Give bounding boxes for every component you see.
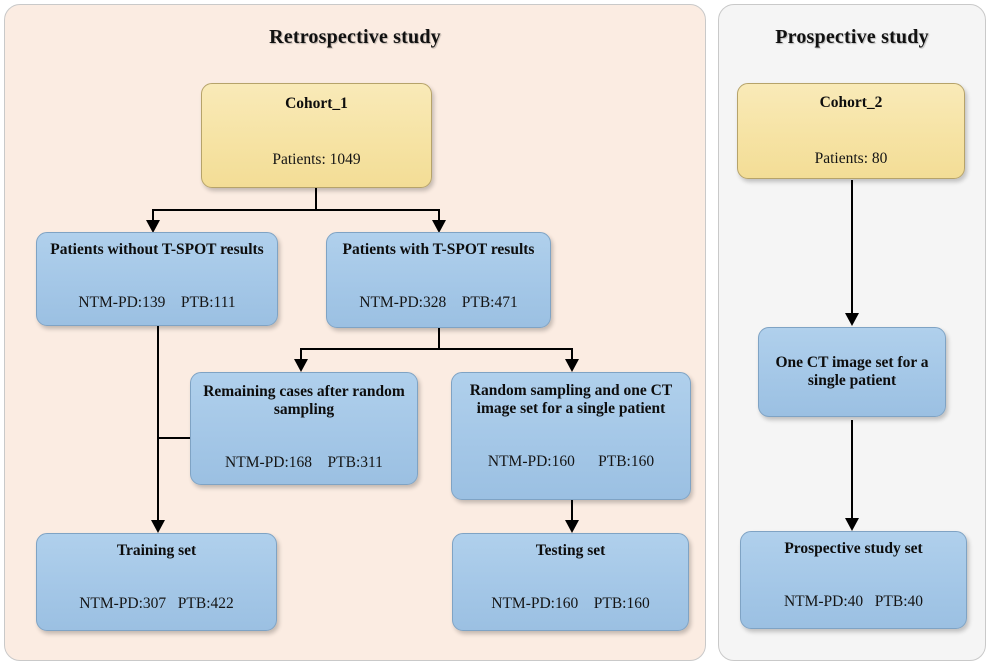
node-patients-without-tspot-stats: NTM-PD:139 PTB:111 <box>47 259 267 325</box>
arrowhead-to-one-ct-set <box>845 313 859 326</box>
node-cohort-1-stats: Patients: 1049 NTM-PD:467 PTB:582 <box>210 116 423 187</box>
node-one-ct-image-set-title: One CT image set for a single patient <box>775 354 929 389</box>
connector-onect-to-prospective-set <box>851 420 853 525</box>
node-cohort-1-patients: Patients: 1049 <box>272 150 361 168</box>
node-training-set-counts: NTM-PD:307 PTB:422 <box>79 594 234 612</box>
node-prospective-study-set-counts: NTM-PD:40 PTB:40 <box>783 592 924 610</box>
connector-cohort1-split-bar <box>152 209 439 211</box>
arrowhead-to-with-tspot <box>432 220 446 233</box>
connector-cohort1-to-without <box>152 209 154 224</box>
node-cohort-1[interactable]: Cohort_1 Patients: 1049 NTM-PD:467 PTB:5… <box>201 83 432 188</box>
panel-title-retrospective: Retrospective study <box>269 26 441 48</box>
node-one-ct-image-set[interactable]: One CT image set for a single patient <box>758 327 946 417</box>
arrowhead-to-training-set <box>151 520 165 533</box>
node-prospective-study-set-title: Prospective study set <box>784 540 923 557</box>
arrowhead-to-testing-set <box>565 520 579 533</box>
connector-remaining-to-training <box>157 437 190 439</box>
arrowhead-to-without-tspot <box>146 220 160 233</box>
connector-cohort2-to-onect <box>851 180 853 320</box>
node-random-sampling[interactable]: Random sampling and one CT image set for… <box>451 372 691 500</box>
connector-withtspot-split-bar <box>300 348 573 350</box>
connector-to-random-sampling <box>571 348 573 363</box>
node-testing-set-counts: NTM-PD:160 PTB:160 <box>491 594 650 612</box>
node-testing-set[interactable]: Testing set NTM-PD:160 PTB:160 Scans:160… <box>452 533 689 631</box>
node-patients-with-tspot[interactable]: Patients with T-SPOT results NTM-PD:328 … <box>326 232 551 328</box>
panel-title-prospective: Prospective study <box>775 26 929 48</box>
node-prospective-study-set[interactable]: Prospective study set NTM-PD:40 PTB:40 S… <box>740 531 967 629</box>
node-training-set[interactable]: Training set NTM-PD:307 PTB:422 Scans:65… <box>36 533 277 631</box>
connector-without-to-training <box>157 326 159 525</box>
connector-withtspot-stem <box>438 328 440 350</box>
node-cohort-2-patients: Patients: 80 <box>814 149 888 167</box>
node-patients-without-tspot[interactable]: Patients without T-SPOT results NTM-PD:1… <box>36 232 278 326</box>
node-cohort-2-stats: Patients: 80 NTM-PD:40 PTB:40 <box>746 115 956 178</box>
node-testing-set-title: Testing set <box>535 542 606 559</box>
connector-random-to-testing <box>571 500 573 525</box>
node-cohort-2[interactable]: Cohort_2 Patients: 80 NTM-PD:40 PTB:40 <box>737 83 965 179</box>
arrowhead-to-random-sampling <box>565 359 579 372</box>
node-patients-with-tspot-title: Patients with T-SPOT results <box>342 241 535 258</box>
node-remaining-cases-title: Remaining cases after random sampling <box>203 383 405 418</box>
node-cohort-2-title: Cohort_2 <box>819 94 883 111</box>
node-cohort-1-title: Cohort_1 <box>285 95 348 112</box>
node-patients-without-tspot-title: Patients without T-SPOT results <box>50 241 264 258</box>
node-remaining-cases-stats: NTM-PD:168 PTB:311 <box>203 419 405 484</box>
connector-cohort1-stem <box>315 187 317 211</box>
node-training-set-stats: NTM-PD:307 PTB:422 Scans:651 Scans:647 <box>45 560 268 630</box>
arrowhead-to-prospective-set <box>845 518 859 531</box>
connector-cohort1-to-with <box>438 209 440 224</box>
node-patients-without-tspot-counts: NTM-PD:139 PTB:111 <box>78 293 236 311</box>
node-testing-set-stats: NTM-PD:160 PTB:160 Scans:160 Scans:160 <box>461 560 680 630</box>
node-training-set-title: Training set <box>116 542 197 559</box>
arrowhead-to-remaining-cases <box>294 359 308 372</box>
node-random-sampling-title: Random sampling and one CT image set for… <box>469 382 673 417</box>
connector-to-remaining-cases <box>300 348 302 363</box>
node-remaining-cases[interactable]: Remaining cases after random sampling NT… <box>190 372 418 485</box>
node-patients-with-tspot-counts: NTM-PD:328 PTB:471 <box>359 293 518 311</box>
node-random-sampling-counts: NTM-PD:160 PTB:160 <box>487 452 655 470</box>
node-remaining-cases-counts: NTM-PD:168 PTB:311 <box>225 453 383 471</box>
node-random-sampling-stats: NTM-PD:160 PTB:160 <box>464 418 678 499</box>
node-patients-with-tspot-stats: NTM-PD:328 PTB:471 <box>337 259 540 327</box>
node-prospective-study-set-stats: NTM-PD:40 PTB:40 Scans:40 Scans:40 <box>749 558 958 628</box>
